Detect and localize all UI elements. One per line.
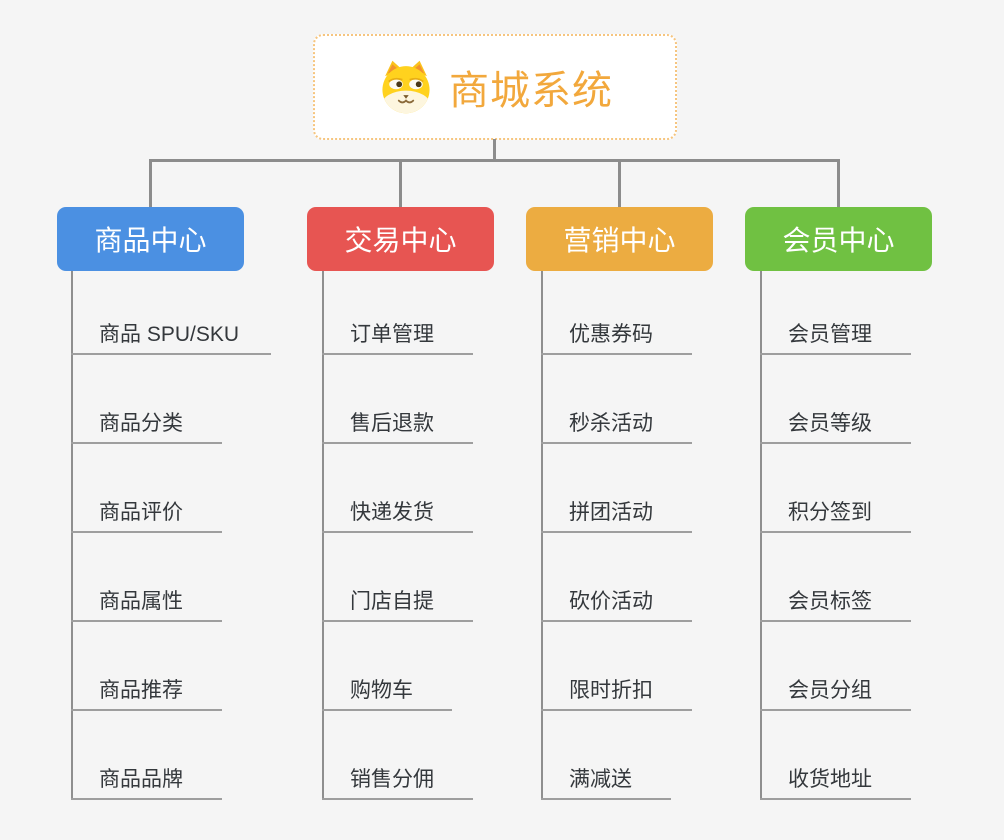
leaf-node[interactable]: 商品评价 [71,497,222,533]
leaf-node[interactable]: 快递发货 [322,497,473,533]
leaf-node[interactable]: 销售分佣 [322,764,473,800]
leaf-node[interactable]: 门店自提 [322,586,473,622]
connector-horizontal-bar [149,159,840,162]
leaf-node[interactable]: 购物车 [322,675,452,711]
leaf-node[interactable]: 售后退款 [322,408,473,444]
branch-node-product-center[interactable]: 商品中心 [57,207,244,271]
branch-node-trade-center[interactable]: 交易中心 [307,207,494,271]
branch-node-marketing-center[interactable]: 营销中心 [526,207,713,271]
connector-root-stem [493,139,496,162]
connector-drop-2 [399,159,402,208]
branch-column-product-center: 商品 SPU/SKU 商品分类 商品评价 商品属性 商品推荐 商品品牌 [71,271,291,800]
branch-label: 会员中心 [782,225,895,256]
connector-drop-1 [149,159,152,208]
branch-label: 交易中心 [344,225,457,256]
branch-column-marketing-center: 优惠券码 秒杀活动 拼团活动 砍价活动 限时折扣 满减送 [541,271,761,800]
root-node-label: 商城系统 [449,69,613,113]
branch-trunk-line [322,271,324,800]
leaf-node[interactable]: 收货地址 [760,764,911,800]
connector-drop-3 [618,159,621,208]
leaf-node[interactable]: 订单管理 [322,319,473,355]
branch-node-member-center[interactable]: 会员中心 [745,207,932,271]
leaf-node[interactable]: 商品品牌 [71,764,222,800]
dog-face-icon [377,58,435,116]
branch-label: 商品中心 [94,225,207,256]
leaf-node[interactable]: 优惠券码 [541,319,692,355]
leaf-node[interactable]: 限时折扣 [541,675,692,711]
leaf-node[interactable]: 商品推荐 [71,675,222,711]
leaf-node[interactable]: 秒杀活动 [541,408,692,444]
branch-label: 营销中心 [563,225,676,256]
connector-drop-4 [837,159,840,208]
leaf-node[interactable]: 会员管理 [760,319,911,355]
branch-trunk-line [71,271,73,800]
root-node[interactable]: 商城系统 [313,34,677,140]
leaf-node[interactable]: 会员标签 [760,586,911,622]
leaf-node[interactable]: 商品属性 [71,586,222,622]
leaf-node[interactable]: 商品 SPU/SKU [71,319,271,355]
leaf-node[interactable]: 拼团活动 [541,497,692,533]
leaf-node[interactable]: 商品分类 [71,408,222,444]
branch-trunk-line [541,271,543,800]
leaf-node[interactable]: 会员分组 [760,675,911,711]
branch-column-member-center: 会员管理 会员等级 积分签到 会员标签 会员分组 收货地址 [760,271,980,800]
leaf-node[interactable]: 会员等级 [760,408,911,444]
leaf-node[interactable]: 砍价活动 [541,586,692,622]
leaf-node[interactable]: 积分签到 [760,497,911,533]
branch-column-trade-center: 订单管理 售后退款 快递发货 门店自提 购物车 销售分佣 [322,271,542,800]
branch-trunk-line [760,271,762,800]
leaf-node[interactable]: 满减送 [541,764,671,800]
